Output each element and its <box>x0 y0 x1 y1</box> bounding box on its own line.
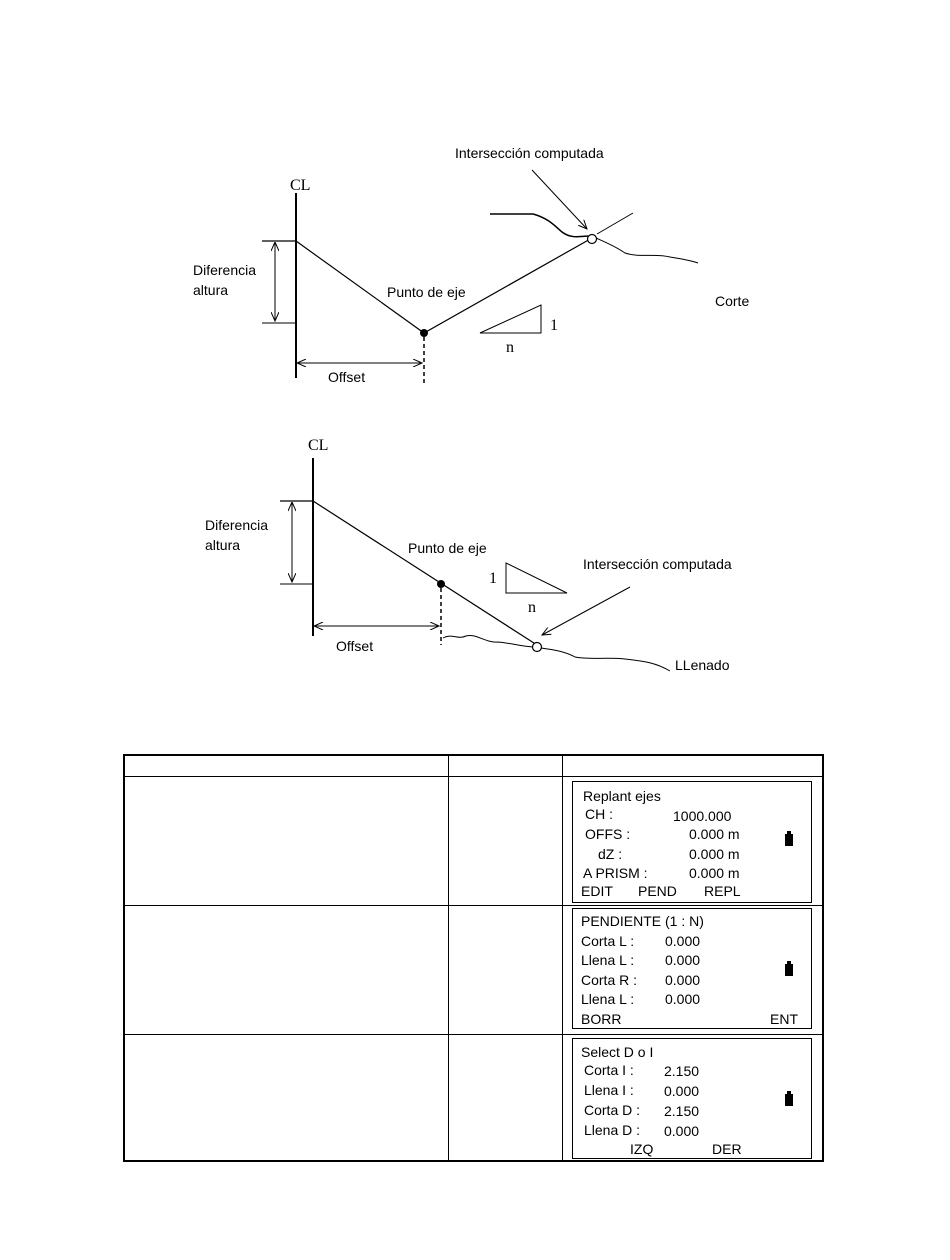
field-label: Llena L : <box>581 952 635 968</box>
table-header-row <box>125 756 822 777</box>
offset-label: Offset <box>328 369 365 385</box>
field-label: Corta D : <box>584 1102 641 1118</box>
axis-point-label: Punto de eje <box>387 284 466 300</box>
field-value: 0.000 <box>664 1123 700 1139</box>
slope-n-label: n <box>506 339 514 356</box>
intersection-arrow <box>531 169 587 229</box>
column-divider <box>448 756 449 1160</box>
field-value: 0.000 m <box>689 826 740 842</box>
field-value: 0.000 <box>665 991 701 1007</box>
axis-point-marker <box>420 329 428 337</box>
procedure-table: Replant ejes CH : 1000.000 OFFS : 0.000 … <box>123 754 824 1162</box>
field-value: 1000.000 <box>673 808 732 824</box>
slope-triangle <box>479 304 542 334</box>
slope-triangle <box>505 562 568 594</box>
softkey-repl[interactable]: REPL <box>704 883 741 899</box>
screen-slope: PENDIENTE (1 : N) Corta L : 0.000 Llena … <box>572 908 812 1029</box>
intersection-marker <box>531 641 543 653</box>
cut-terrain-label: Corte <box>715 293 749 309</box>
intersection-arrow <box>542 586 631 635</box>
field-label: Llena D : <box>584 1122 641 1138</box>
slope-1-label: 1 <box>489 570 497 587</box>
battery-icon <box>785 1091 793 1106</box>
slope-extension <box>596 212 634 235</box>
field-value: 0.000 m <box>689 846 740 862</box>
fill-terrain-label: LLenado <box>675 657 730 673</box>
slope-n-label: n <box>528 599 536 616</box>
height-diff-label-1: Diferencia <box>205 517 268 533</box>
axis-point-marker <box>437 580 445 588</box>
softkey-edit[interactable]: EDIT <box>581 883 613 899</box>
offset-label: Offset <box>336 638 373 654</box>
field-value: 0.000 <box>665 952 701 968</box>
softkey-der[interactable]: DER <box>712 1141 742 1157</box>
field-label: Corta I : <box>584 1062 634 1078</box>
field-value: 0.000 <box>665 972 701 988</box>
fill-section-diagram: CL Diferencia altura Punto de eje Offset… <box>205 437 732 673</box>
intersection-label: Intersección computada <box>583 556 732 572</box>
slope-1-label: 1 <box>550 317 558 334</box>
field-label: CH : <box>585 806 613 822</box>
row-divider <box>125 905 822 906</box>
intersection-marker <box>586 233 598 245</box>
field-value: 0.000 <box>664 1083 700 1099</box>
field-label: OFFS : <box>585 826 631 842</box>
field-value: 2.150 <box>664 1103 700 1119</box>
field-label: Llena I : <box>584 1082 634 1098</box>
cut-section-diagram: CL Diferencia altura Punto de eje Offset… <box>193 145 749 385</box>
cl-label: CL <box>308 437 328 454</box>
field-label: dZ : <box>598 846 623 862</box>
battery-icon <box>785 961 793 976</box>
screen-title: PENDIENTE (1 : N) <box>581 913 704 929</box>
field-label: Corta R : <box>581 972 638 988</box>
terrain-line <box>442 634 671 672</box>
softkey-borr[interactable]: BORR <box>581 1011 622 1027</box>
design-slope <box>280 500 538 646</box>
field-value: 0.000 <box>665 933 701 949</box>
field-value: 2.150 <box>664 1063 700 1079</box>
intersection-label: Intersección computada <box>455 145 604 161</box>
height-diff-label-2: altura <box>205 537 240 553</box>
field-value: 0.000 m <box>689 865 740 881</box>
axis-point-label: Punto de eje <box>408 540 487 556</box>
cl-label: CL <box>290 177 310 194</box>
battery-icon <box>785 831 793 846</box>
field-label: A PRISM : <box>583 865 648 881</box>
field-label: Llena L : <box>581 991 635 1007</box>
screen-select-side: Select D o I Corta I : 2.150 Llena I : 0… <box>572 1038 812 1159</box>
height-diff-label-2: altura <box>193 282 228 298</box>
screen-replant-axes: Replant ejes CH : 1000.000 OFFS : 0.000 … <box>572 781 812 903</box>
column-divider <box>562 756 563 1160</box>
field-label: Corta L : <box>581 933 635 949</box>
softkey-ent[interactable]: ENT <box>770 1011 798 1027</box>
design-slope <box>262 237 593 334</box>
screen-title: Select D o I <box>581 1044 654 1060</box>
softkey-pend[interactable]: PEND <box>638 883 677 899</box>
row-divider <box>125 1034 822 1035</box>
height-diff-label-1: Diferencia <box>193 262 256 278</box>
terrain-line-left <box>490 213 589 238</box>
screen-title: Replant ejes <box>583 788 661 804</box>
softkey-izq[interactable]: IZQ <box>630 1141 654 1157</box>
terrain-line-right <box>595 237 699 264</box>
